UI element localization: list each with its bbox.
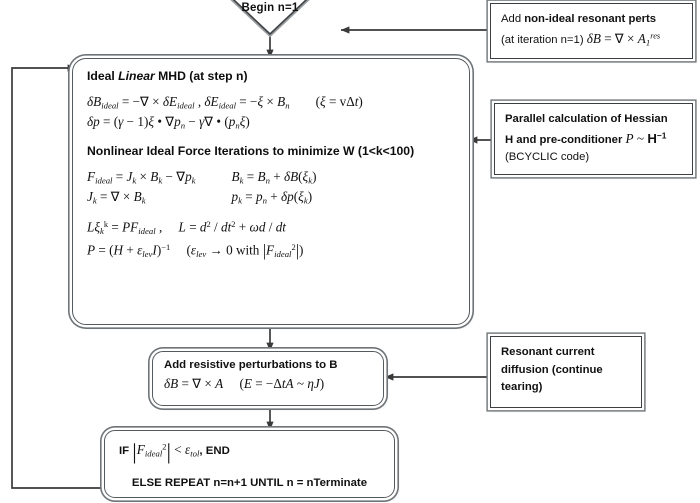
- mhd-eq-force-1: Fideal = Jk × Bk − ∇pk: [87, 168, 196, 186]
- terminate-line2: ELSE REPEAT n=n+1 UNTIL n = nTerminate: [131, 477, 368, 489]
- terminate-line1: IF |Fideal2| < εtol, END: [119, 439, 380, 465]
- ideal-linear-mhd-box[interactable]: Ideal Linear MHD (at step n) δBideal = −…: [72, 58, 470, 325]
- edge-terminate-feedback-to-mhd: [11, 64, 104, 489]
- begin-triangle-shape: [230, 0, 310, 38]
- resistive-line2-eq: δB = ∇ × A (E = −ΔtA ~ ηJ): [164, 376, 325, 391]
- terminate-line1-pre: IF: [119, 445, 133, 458]
- add-perts-line2-plain: (at iteration n=1): [501, 33, 587, 46]
- resonant-current-diffusion-box[interactable]: Resonant current diffusion (continue tea…: [490, 336, 642, 408]
- add-resistive-perturbations-box[interactable]: Add resistive perturbations to B δB = ∇ …: [152, 351, 384, 406]
- parallel-hessian-box[interactable]: Parallel calculation of Hessian H and pr…: [494, 103, 693, 175]
- hessian-line2-pre: H and pre-conditioner: [505, 133, 626, 146]
- resonant-line1: Resonant current: [501, 346, 595, 358]
- add-perts-line2: (at iteration n=1) δB = ∇ × A1res: [501, 29, 683, 50]
- add-perts-line2-eq: δB = ∇ × A1res: [586, 30, 661, 47]
- add-nonideal-perts-box[interactable]: Add non-ideal resonant perts (at iterati…: [490, 3, 693, 59]
- add-perts-line1-plain: Add: [501, 13, 525, 25]
- mhd-heading-italic: Linear: [118, 69, 155, 83]
- resistive-line1: Add resistive perturbations to B: [164, 359, 338, 371]
- mhd-heading-post: MHD (at step n): [154, 69, 248, 83]
- mhd-heading: Ideal Linear MHD (at step n): [87, 69, 455, 83]
- hessian-line2-eq: P ~ H−1: [625, 130, 667, 146]
- terminate-line1-eq: |Fideal2| < εtol: [132, 439, 200, 464]
- resonant-line2: diffusion (continue: [501, 363, 603, 376]
- hessian-line3: (BCYCLIC code): [505, 151, 590, 163]
- mhd-eq-force-1b: Bk = Bn + δB(ξk): [231, 168, 317, 186]
- hessian-line2: H and pre-conditioner P ~ H−1: [505, 129, 683, 150]
- resonant-line3: tearing): [501, 381, 543, 393]
- add-perts-line1-bold: non-ideal resonant perts: [524, 13, 657, 25]
- mhd-eq-precond-1: Lξkk = PFideal , L = d2 / dt2 + ωd / dt: [87, 218, 286, 236]
- terminate-line1-post: , END: [199, 445, 230, 458]
- mhd-eq-force-2: Jk = ∇ × Bk: [87, 189, 146, 206]
- mhd-eq-linear-2: δp = (γ − 1)ξ • ∇pn − γ∇ • (pnξ): [87, 114, 250, 131]
- termination-check-box[interactable]: IF |Fideal2| < εtol, END ELSE REPEAT n=n…: [104, 430, 395, 498]
- mhd-eq-force-2b: pk = pn + δp(ξk): [231, 189, 313, 206]
- mhd-eq-precond-2: P = (H + εlevI)−1 (εlev → 0 with |Fideal…: [87, 240, 304, 260]
- mhd-eq-linear-1: δBideal = −∇ × δEideal , δEideal = −ξ × …: [87, 94, 363, 111]
- add-perts-line1: Add non-ideal resonant perts: [501, 11, 683, 29]
- mhd-heading-pre: Ideal: [87, 69, 119, 83]
- begin-label: Begin n=1: [241, 2, 299, 14]
- hessian-line1: Parallel calculation of Hessian: [505, 113, 668, 125]
- mhd-heading-2: Nonlinear Ideal Force Iterations to mini…: [87, 143, 415, 158]
- begin-triangle[interactable]: Begin n=1: [196, 0, 344, 40]
